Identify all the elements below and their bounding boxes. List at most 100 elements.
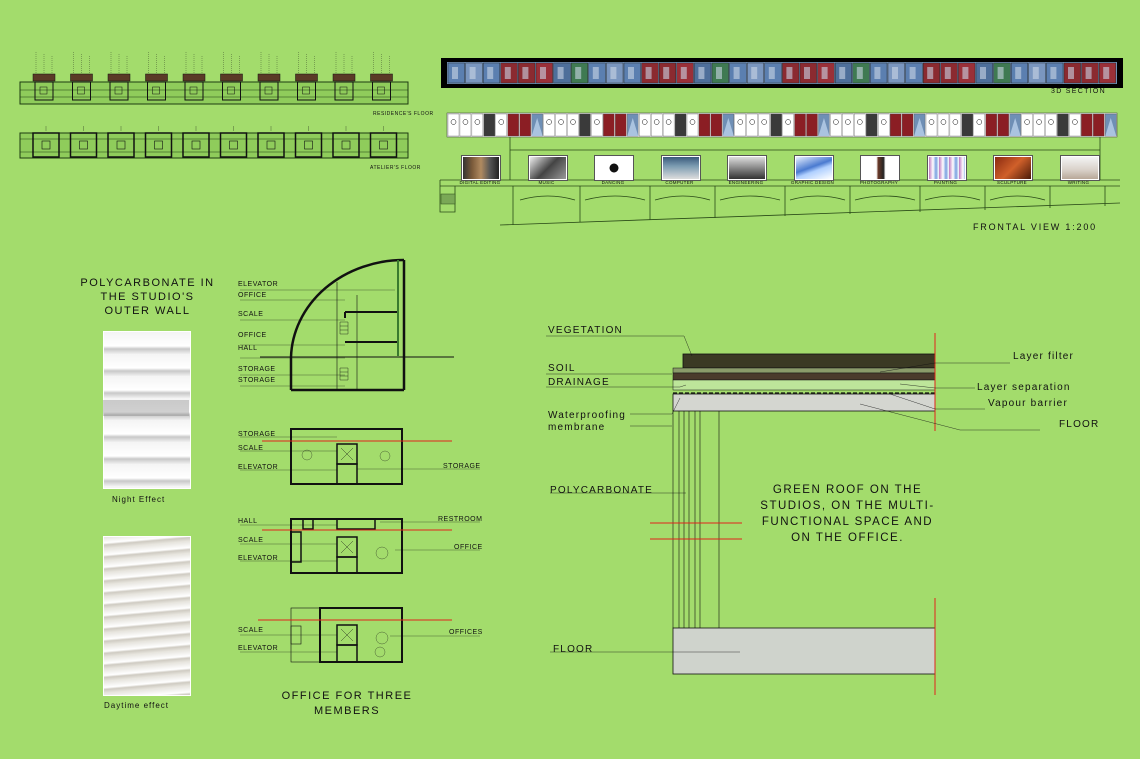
floor-bottom-label: FLOOR xyxy=(553,644,594,655)
frontal-cell xyxy=(806,113,818,137)
plan4-right-label: OFFICES xyxy=(449,629,483,636)
frontal-cell xyxy=(961,113,973,137)
residence-floor-title: RESIDENCE'S FLOOR xyxy=(373,111,434,117)
frontal-cell xyxy=(519,113,531,137)
plan3-label: SCALE xyxy=(238,537,264,544)
studio-caption: GRAPHIC DESIGN xyxy=(790,180,835,185)
frontal-cell xyxy=(830,113,842,137)
plan2-label: ELEVATOR xyxy=(238,464,279,471)
plan3-label: HALL xyxy=(238,518,258,525)
studio-caption: PHOTOGRAPHY xyxy=(859,180,899,185)
night-effect-band xyxy=(103,400,189,416)
frontal-cell xyxy=(973,113,985,137)
plan3-right-label: OFFICE xyxy=(454,544,483,551)
polycarbonate-label: POLYCARBONATE xyxy=(550,485,654,496)
frontal-cell xyxy=(890,113,902,137)
frontal-cell xyxy=(794,113,806,137)
residence-floor-plan xyxy=(19,81,409,105)
section-title: 3D SECTION xyxy=(1051,88,1107,95)
residence-unit xyxy=(32,52,56,101)
residence-unit xyxy=(70,52,93,101)
studio-caption: PAINTING xyxy=(933,180,958,185)
atelier-unit xyxy=(257,126,285,158)
frontal-cell xyxy=(459,113,472,137)
frontal-cell xyxy=(866,113,878,137)
studio-photo xyxy=(661,156,700,180)
frontal-cell xyxy=(746,113,758,137)
green-roof-detail xyxy=(546,333,1040,695)
plan1-label: OFFICE xyxy=(238,292,267,299)
atelier-floor-plan xyxy=(19,132,409,159)
night-effect-image xyxy=(103,331,191,489)
frontal-elevation-lines xyxy=(439,137,1121,226)
frontal-cell xyxy=(1069,113,1081,137)
plan1-label: STORAGE xyxy=(238,377,276,384)
studio-photo xyxy=(927,156,966,180)
atelier-unit xyxy=(369,126,398,158)
frontal-cell xyxy=(949,113,962,137)
studio-caption: ENGINEERING xyxy=(728,180,764,185)
frontal-view-title: FRONTAL VIEW 1:200 xyxy=(973,222,1097,232)
residence-unit xyxy=(107,52,131,101)
frontal-cell xyxy=(543,113,555,137)
atelier-floor-title: ATELIER'S FLOOR xyxy=(370,165,421,171)
frontal-cell xyxy=(997,113,1009,137)
studio-photo xyxy=(861,156,899,180)
studio-photo xyxy=(528,156,567,180)
studio-caption: DIGITAL EDITING xyxy=(459,180,501,185)
frontal-cell xyxy=(507,113,519,137)
office-title: OFFICE FOR THREE MEMBERS xyxy=(281,690,413,717)
office-plan-1 xyxy=(240,258,454,392)
frontal-cell xyxy=(758,113,770,137)
studio-photo xyxy=(595,156,633,180)
plan1-label: HALL xyxy=(238,345,258,352)
plan1-label: STORAGE xyxy=(238,366,276,373)
frontal-cell xyxy=(854,113,866,137)
frontal-cell xyxy=(567,113,579,137)
residence-unit xyxy=(295,52,318,101)
office-plan-4 xyxy=(240,607,480,663)
atelier-unit xyxy=(219,126,248,158)
plan3-right-label: RESTROOM xyxy=(438,516,483,523)
frontal-cell xyxy=(937,113,950,137)
studio-caption: MUSIC xyxy=(538,180,555,185)
daytime-effect-image xyxy=(103,536,191,696)
frontal-cell xyxy=(985,113,997,137)
plan3-label: ELEVATOR xyxy=(238,555,279,562)
plan1-label: ELEVATOR xyxy=(238,281,279,288)
frontal-cell xyxy=(878,113,890,137)
frontal-cell xyxy=(782,113,794,137)
polycarbonate-title: POLYCARBONATE IN THE STUDIO'S OUTER WALL xyxy=(80,277,215,317)
studio-caption: COMPUTER xyxy=(665,180,694,185)
frontal-cell xyxy=(579,113,591,137)
frontal-cell xyxy=(603,113,615,137)
layer-filter-label: Layer filter xyxy=(1013,351,1075,362)
plan2-label: STORAGE xyxy=(238,431,276,438)
frontal-cell xyxy=(842,113,854,137)
frontal-cell xyxy=(710,113,723,137)
studio-photo xyxy=(794,156,833,180)
frontal-cell xyxy=(639,113,651,137)
frontal-cell xyxy=(674,113,687,137)
studio-photo xyxy=(994,156,1032,180)
frontal-cell xyxy=(447,113,460,137)
atelier-unit xyxy=(144,126,173,158)
drainage-label: DRAINAGE xyxy=(548,377,610,388)
residence-unit xyxy=(257,52,281,101)
studio-caption: DANCING xyxy=(601,180,625,185)
plan4-label: SCALE xyxy=(238,627,264,634)
frontal-cell xyxy=(1021,113,1033,137)
residence-unit xyxy=(182,52,206,101)
residence-unit xyxy=(332,52,356,101)
frontal-cell xyxy=(1057,113,1069,137)
atelier-unit xyxy=(69,126,98,158)
atelier-unit xyxy=(294,126,323,158)
frontal-cell xyxy=(651,113,663,137)
office-plan-2 xyxy=(240,428,480,485)
frontal-cell xyxy=(734,113,746,137)
waterproofing-label: Waterproofing membrane xyxy=(548,410,627,433)
atelier-unit xyxy=(32,126,60,158)
vegetation-label: VEGETATION xyxy=(548,325,623,336)
floor-right-label: FLOOR xyxy=(1059,419,1100,430)
